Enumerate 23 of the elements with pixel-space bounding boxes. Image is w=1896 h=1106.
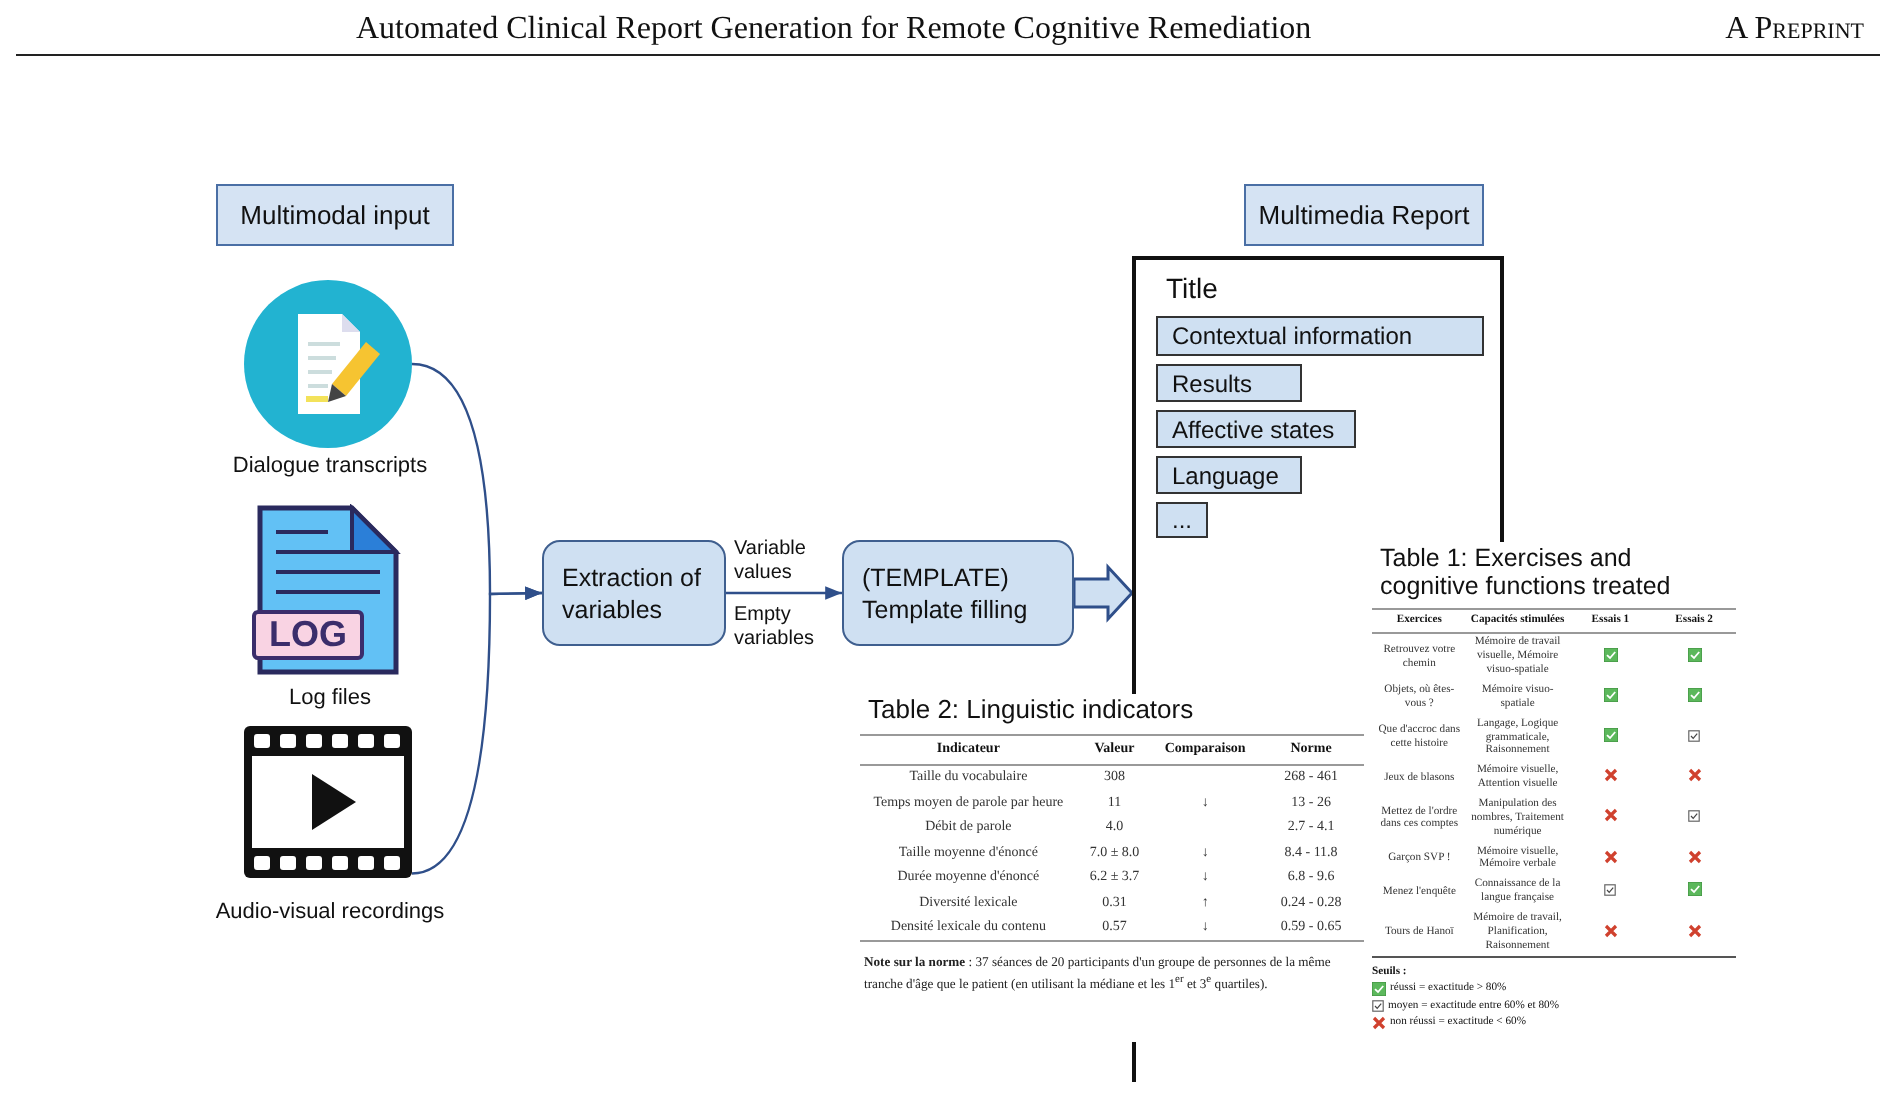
section-box: Results [1156,364,1302,402]
report-frame [1132,256,1504,542]
node-label: Log files [287,686,373,710]
title-box: Multimedia Report [1244,184,1484,246]
process-box: Extraction of variables [542,540,726,646]
preprint-tag: A Preprint [1725,12,1864,48]
arrow [726,586,842,600]
node-label: Dialogue transcripts [230,454,430,478]
arrow [411,586,543,875]
section-box: ... [1156,502,1208,538]
flow-note: Empty variables [734,604,817,652]
file-type-tag: LOG [252,610,364,660]
section-box: Language [1156,456,1302,494]
node-label: Audio-visual recordings [213,900,447,924]
page-header-title: Automated Clinical Report Generation for Remote Cognitive Remediation [356,12,1312,48]
table-title: Table 2: Linguistic indicators [868,694,1196,726]
block-arrow [1072,563,1135,623]
section-box: Affective states [1156,410,1356,448]
section-box: Contextual information [1156,316,1484,356]
process-box: (TEMPLATE) Template filling [842,540,1074,646]
table-title: Table 1: Exercises and cognitive functions treated [1380,544,1673,600]
title-box: Multimodal input [216,184,454,246]
frame-title: Title [1166,272,1218,304]
